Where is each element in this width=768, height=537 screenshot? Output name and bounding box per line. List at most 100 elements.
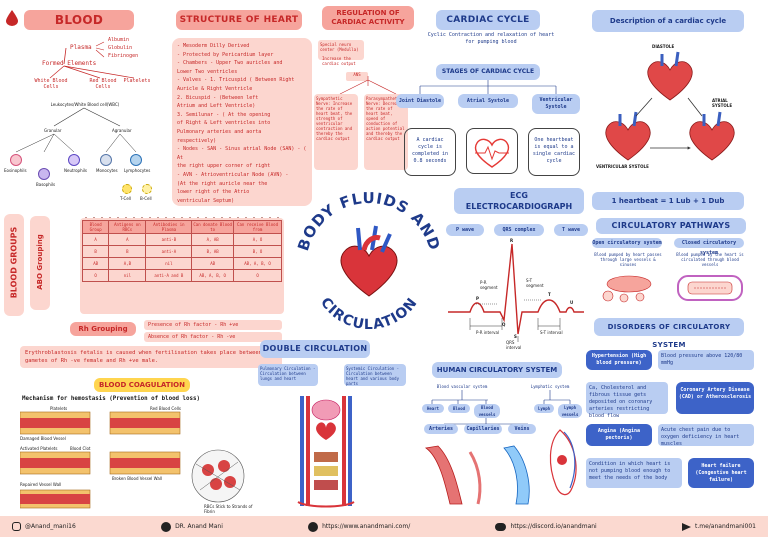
lymphocyte-icon	[130, 154, 142, 166]
ecg-qrs-complex: QRS complex	[494, 224, 544, 236]
footer-website[interactable]: https://www.anandmani.com/	[308, 521, 411, 532]
b-cell-label: B-Cell	[140, 196, 152, 201]
heart-icon-right	[689, 111, 735, 161]
discord-url: https://discord.io/anandmani	[510, 523, 597, 530]
user-icon	[161, 521, 172, 532]
blood-group-table: Blood Group Antigens on RBCs Antibodies …	[81, 220, 282, 282]
stages-arrows	[419, 80, 557, 94]
globe-icon	[308, 521, 319, 532]
neutrophil-icon	[68, 154, 80, 166]
website-url: https://www.anandmani.com/	[322, 523, 411, 530]
rh-negative: Absence of Rh factor - Rh -ve	[144, 332, 282, 342]
monocytes-label: Monocytes	[96, 168, 118, 173]
label-diastole: DIASTOLE	[652, 44, 675, 49]
table-header-row: Blood Group Antigens on RBCs Antibodies …	[81, 220, 282, 234]
leukocytes-label: Leukocytes/White Blood cell(WBC)	[50, 102, 120, 107]
disorder-cad-desc: Ca, Cholesterol and fibrous tissue gets …	[586, 382, 668, 419]
abo-vertical-label: ABO Grouping	[30, 216, 50, 310]
ecg-t: T	[548, 292, 551, 297]
regulation-ans: ANS	[346, 72, 368, 81]
stage-atrial-systole: Atrial Systole	[458, 94, 518, 108]
cycle-diagram: DIASTOLE ATRIAL SYSTOLE VENTRICULAR SYST…	[592, 40, 748, 180]
regulation-sympathetic: Sympathetic Nerve: Increase the rate of …	[314, 94, 358, 170]
coagulation-sub: Mechanism for hemostasis (Prevention of …	[22, 396, 200, 402]
disorder-angina: Angina (Angina pectoris)	[586, 424, 652, 446]
monocyte-icon	[100, 154, 112, 166]
item-blood: Blood	[448, 404, 470, 413]
ecg-title-sub: ELECTROCARDIOGRAPH	[465, 202, 573, 211]
closed-system-title: Closed circulatory system	[674, 238, 744, 256]
item-blood-vessels: Blood vessels	[474, 404, 500, 418]
blood-title: BLOOD	[24, 10, 134, 30]
regulation-arrows	[339, 76, 397, 95]
item-lymph: Lymph	[534, 404, 554, 413]
coag-fibrin: RBCs Stick to Strands of Fibrin	[204, 504, 253, 514]
ecg-title: ECG ELECTROCARDIOGRAPH	[454, 188, 584, 214]
structure-title: STRUCTURE OF HEART	[176, 10, 302, 30]
eosinophil-icon	[10, 154, 22, 166]
blood-groups-title: BLOOD GROUPS	[9, 226, 19, 299]
structure-box: - Mesoderm Dilly Derived - Protected by …	[172, 38, 312, 206]
stage-ventricular-systole: Ventricular Systole	[532, 94, 580, 114]
footer-discord[interactable]: https://discord.io/anandmani	[495, 522, 597, 531]
rh-positive: Presence of Rh factor - Rh +ve	[144, 320, 282, 330]
coag-platelets: Platelets	[50, 406, 68, 411]
discord-icon	[495, 522, 507, 531]
closed-system-desc: Blood pumped by the heart is circulated …	[676, 252, 744, 267]
coag-rbc: Red Blood Cells	[150, 406, 181, 411]
disorders-title: DISORDERS OF CIRCULATORY SYSTEM	[594, 318, 744, 349]
coag-clot: Blood Clot	[70, 446, 91, 451]
formed-elements-label: Formed Elements	[42, 60, 97, 67]
ecg-p: P	[476, 296, 479, 301]
telegram-icon	[681, 522, 691, 531]
description-title: Description of a cardiac cycle	[592, 10, 744, 32]
plasma-fibrinogen: Fibrinogen	[108, 53, 139, 59]
heartbeat-icon	[466, 128, 518, 174]
cycle-note-right: One heartbeat is equal to a single cardi…	[528, 128, 580, 176]
ecg-pr-segment: P-R segment	[480, 280, 498, 290]
human-title: HUMAN CIRCULATORY SYSTEM	[432, 362, 562, 378]
center-title-bottom: CIRCULATION	[317, 295, 420, 333]
cycle-note-left: A cardiac cycle is completed in 0.8 seco…	[404, 128, 456, 176]
regulation-title: REGULATION OF CARDIAC ACTIVITY	[322, 6, 414, 30]
ecg-title-main: ECG	[510, 191, 528, 200]
heart-icon-left	[605, 111, 651, 161]
cycle-title: CARDIAC CYCLE	[436, 10, 540, 30]
coag-repaired: Repaired Vessel Wall	[20, 482, 62, 487]
lymphatic-label: Lymphatic system	[530, 384, 570, 389]
ecg-u: U	[570, 300, 574, 305]
disorder-hypertension: Hypertension (High blood pressure)	[586, 350, 652, 370]
coag-broken: Broken Blood Vessel Wall	[112, 476, 163, 481]
label-ventricular-systole: VENTRICULAR SYSTOLE	[596, 164, 649, 169]
double-title: DOUBLE CIRCULATION	[260, 340, 370, 358]
neutrophils-label: Neutrophils	[64, 168, 87, 173]
footer-instagram[interactable]: @Anand_mani16	[12, 522, 76, 531]
table-row: A A anti-B A, AB A, O	[81, 233, 282, 246]
wbc-label: White Blood Cells	[34, 78, 68, 90]
heartbeat-formula: 1 heartbeat = 1 Lub + 1 Dub	[592, 192, 744, 210]
table-row: O nil anti-A and B AB, A, B, O O	[81, 269, 282, 282]
ecg-r: R	[510, 238, 514, 243]
ecg-t-wave: T wave	[554, 224, 588, 236]
blood-section: BLOOD Plasma Albumin Globulin Fibrinogen…	[4, 4, 164, 209]
basophils-label: Basophils	[36, 182, 56, 187]
telegram-url: t.me/anandmani001	[694, 523, 756, 530]
ecg-pr-interval: P-R interval	[476, 330, 500, 335]
table-row: AB A,B nil AB AB, A, B, O	[81, 257, 282, 270]
instagram-handle: @Anand_mani16	[25, 523, 76, 530]
footer-telegram[interactable]: t.me/anandmani001	[681, 522, 756, 531]
ecg-q: Q	[502, 322, 506, 327]
agranular-label: Agranular	[112, 128, 132, 133]
disorder-angina-desc: Acute chest pain due to oxygen deficienc…	[658, 424, 754, 447]
plasma-globulin: Globulin	[108, 45, 133, 51]
ecg-qrs-interval: QRS interval	[506, 340, 522, 350]
blood-groups-vertical-label: BLOOD GROUPS	[4, 214, 24, 316]
disorder-hypertension-desc: Blood pressure above 120/80 mmHg	[658, 350, 754, 370]
regulation-sub: Increase the cardiac output	[322, 56, 356, 66]
blood-tree-lines	[15, 41, 137, 153]
vessels-illustration	[420, 438, 540, 510]
ecg-p-wave: P wave	[446, 224, 484, 236]
coag-damaged: Damaged Blood Vessel	[20, 436, 66, 441]
eosinophils-label: Eosinophils	[4, 168, 27, 173]
footer-name[interactable]: DR. Anand Mani	[161, 521, 223, 532]
